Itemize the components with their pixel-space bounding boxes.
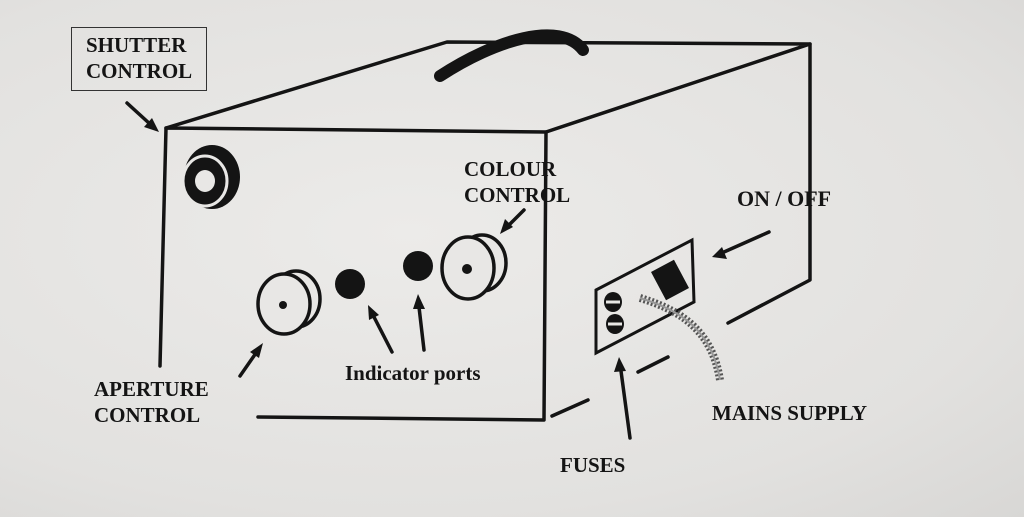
indicator-ports-label: Indicator ports bbox=[345, 361, 481, 385]
colour-control-line-2: CONTROL bbox=[464, 183, 571, 207]
on-off-label: ON / OFF bbox=[737, 186, 832, 211]
shutter-control-label: SHUTTER CONTROL bbox=[71, 27, 208, 91]
aperture-control-label: APERTURE CONTROL bbox=[94, 376, 209, 428]
shutter-control-line-1: SHUTTER bbox=[86, 33, 187, 57]
arrow-fuses bbox=[614, 357, 632, 440]
side-panel bbox=[594, 237, 696, 356]
mains-supply-cable bbox=[638, 294, 724, 381]
fuses-icon bbox=[604, 292, 624, 334]
fuses-label: FUSES bbox=[560, 453, 626, 477]
aperture-control-knob bbox=[256, 269, 322, 336]
indicator-port-left bbox=[335, 269, 365, 299]
shutter-control-line-2: CONTROL bbox=[86, 59, 193, 83]
arrow-indicator-left bbox=[368, 305, 394, 354]
arrow-aperture bbox=[238, 343, 263, 378]
arrow-indicator-right bbox=[413, 294, 426, 352]
box-right-bottom-edge bbox=[550, 398, 590, 418]
shutter-control-knob bbox=[181, 145, 240, 209]
box-top-face-outline bbox=[164, 40, 812, 134]
colour-control-line-1: COLOUR bbox=[464, 157, 557, 181]
carry-handle bbox=[434, 29, 589, 82]
box-right-bottom-edge-mid bbox=[636, 355, 670, 374]
colour-control-label: COLOUR CONTROL bbox=[464, 156, 570, 208]
aperture-control-line-1: APERTURE bbox=[94, 377, 209, 401]
aperture-control-line-2: CONTROL bbox=[94, 403, 201, 427]
arrow-on-off bbox=[712, 230, 771, 259]
power-switch bbox=[651, 259, 689, 301]
box-right-back-edge bbox=[726, 42, 812, 325]
mains-supply-label: MAINS SUPPLY bbox=[712, 401, 867, 425]
indicator-port-right bbox=[403, 251, 433, 281]
colour-control-knob bbox=[440, 233, 508, 301]
arrow-shutter bbox=[125, 101, 159, 132]
arrow-colour bbox=[500, 208, 526, 234]
